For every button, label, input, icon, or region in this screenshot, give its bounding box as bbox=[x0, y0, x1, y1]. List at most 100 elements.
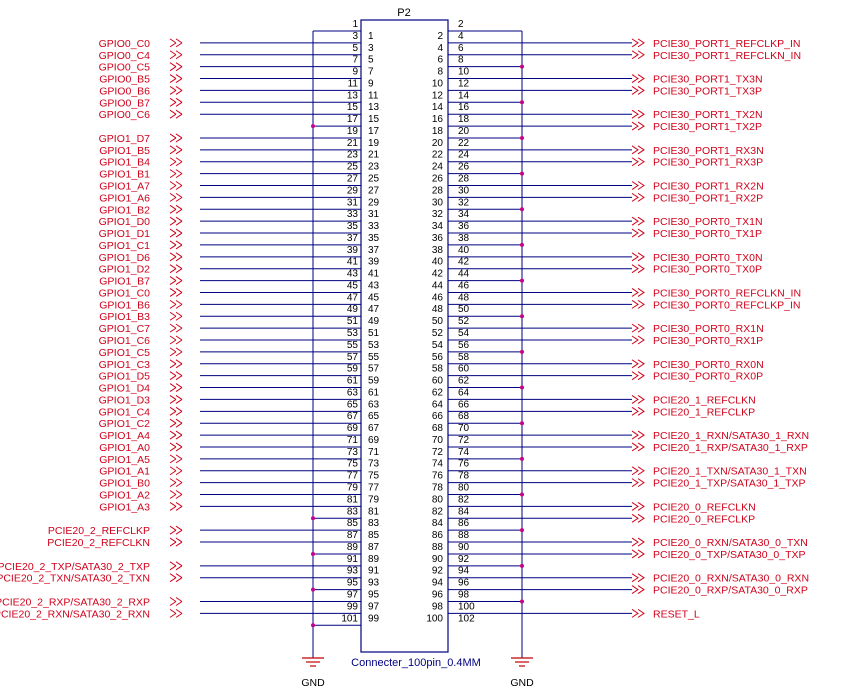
net-label-right: PCIE20_1_TXP/SATA30_1_TXP bbox=[653, 478, 806, 490]
net-label-left: GPIO0_B7 bbox=[99, 97, 150, 109]
net-label-left: GPIO1_A6 bbox=[99, 192, 150, 204]
net-label-left: GPIO1_A7 bbox=[99, 181, 150, 193]
pin-number-inner-left: 37 bbox=[368, 245, 380, 256]
net-label-left: GPIO1_D5 bbox=[99, 371, 151, 383]
pin-number-outer-right: 34 bbox=[458, 209, 470, 220]
pin-number-inner-right: 28 bbox=[432, 185, 444, 196]
net-port-left-icon bbox=[169, 276, 183, 286]
junction-dot bbox=[520, 314, 524, 319]
pin-number-outer-right: 54 bbox=[458, 328, 470, 339]
pin-number-outer-left: 97 bbox=[347, 589, 359, 600]
pin-number-outer-right: 88 bbox=[458, 530, 470, 541]
net-port-right-icon bbox=[631, 430, 645, 440]
ground-symbol-left-icon bbox=[302, 657, 324, 667]
net-port-left-icon bbox=[169, 347, 183, 357]
net-port-left-icon bbox=[169, 371, 183, 381]
net-label-left: GPIO1_A5 bbox=[99, 454, 150, 466]
pin-number-inner-right: 68 bbox=[432, 423, 444, 434]
pin-number-inner-right: 12 bbox=[432, 90, 444, 101]
pin-number-outer-right: 80 bbox=[458, 483, 470, 494]
pin-number-outer-right: 48 bbox=[458, 292, 470, 303]
net-port-left-icon bbox=[169, 573, 183, 583]
pin-number-outer-left: 55 bbox=[347, 340, 359, 351]
net-port-left-icon bbox=[169, 490, 183, 499]
pin-number-inner-right: 42 bbox=[432, 269, 444, 280]
pin-number-outer-left: 43 bbox=[347, 269, 359, 280]
junction-dot bbox=[520, 135, 524, 140]
net-port-left-icon bbox=[169, 240, 183, 250]
pin-number-outer-left: 53 bbox=[347, 328, 359, 339]
pin-number-outer-left: 85 bbox=[347, 518, 359, 529]
pin-number-outer-left: 47 bbox=[347, 292, 359, 303]
pin-number-outer-right: 56 bbox=[458, 340, 470, 351]
net-label-left: GPIO1_B2 bbox=[99, 204, 150, 216]
pin-number-outer-left: 21 bbox=[347, 138, 359, 149]
net-label-right: PCIE30_PORT1_TX2N bbox=[653, 109, 763, 121]
pin-number-outer-left: 75 bbox=[347, 459, 359, 470]
pin-number-inner-left: 91 bbox=[368, 566, 380, 577]
net-label-left: GPIO1_D3 bbox=[99, 394, 151, 406]
net-port-right-icon bbox=[631, 50, 645, 60]
net-port-right-icon bbox=[631, 323, 645, 333]
net-label-left: GPIO0_C6 bbox=[99, 109, 151, 121]
pin-number-inner-left: 59 bbox=[368, 376, 380, 387]
net-port-right-icon bbox=[631, 121, 645, 131]
net-label-left: GPIO1_B1 bbox=[99, 169, 150, 181]
pin-number-inner-right: 22 bbox=[432, 150, 444, 161]
net-port-right-icon bbox=[631, 395, 645, 404]
junction-dot bbox=[520, 207, 524, 212]
pin-number-inner-right: 48 bbox=[432, 304, 444, 315]
pin-number-outer-right: 82 bbox=[458, 494, 470, 505]
pin-number-outer-right: 26 bbox=[458, 162, 470, 173]
junction-dot bbox=[520, 278, 524, 283]
pin-number-inner-left: 35 bbox=[368, 233, 380, 244]
pin-number-outer-left: 11 bbox=[348, 78, 359, 89]
pin-number-outer-right: 62 bbox=[458, 376, 470, 387]
net-port-right-icon bbox=[631, 537, 645, 547]
pin-number-outer-right: 98 bbox=[458, 589, 470, 600]
pin-number-inner-right: 88 bbox=[432, 542, 444, 553]
pin-number-outer-left: 95 bbox=[347, 578, 359, 589]
net-port-left-icon bbox=[169, 192, 183, 202]
pin-number-inner-right: 66 bbox=[432, 411, 444, 422]
junction-dot bbox=[520, 421, 524, 426]
net-label-left: GPIO1_C3 bbox=[99, 359, 151, 371]
net-port-right-icon bbox=[631, 299, 645, 309]
pin-number-inner-left: 3 bbox=[368, 43, 374, 54]
ground-symbol-right-icon bbox=[511, 657, 533, 667]
net-label-left: GPIO1_D0 bbox=[99, 216, 151, 228]
pin-number-inner-right: 34 bbox=[432, 221, 444, 232]
pin-number-inner-right: 94 bbox=[432, 578, 444, 589]
net-port-right-icon bbox=[631, 145, 645, 155]
net-label-right: PCIE30_PORT0_RX0P bbox=[653, 371, 763, 383]
pin-number-inner-left: 43 bbox=[368, 280, 380, 291]
pin-number-inner-right: 98 bbox=[432, 601, 444, 612]
pin-number-inner-right: 36 bbox=[432, 233, 444, 244]
pin-number-inner-right: 14 bbox=[432, 102, 444, 113]
net-label-right: PCIE20_1_REFCLKN bbox=[653, 394, 756, 406]
pin-number-inner-left: 25 bbox=[368, 174, 380, 185]
pin-number-outer-left: 17 bbox=[347, 114, 359, 125]
net-port-right-icon bbox=[631, 406, 645, 416]
pin-number-outer-left: 73 bbox=[347, 447, 359, 458]
net-label-left: GPIO1_B3 bbox=[99, 311, 150, 323]
net-label-right: PCIE30_PORT1_TX3N bbox=[653, 74, 763, 86]
pin-number-outer-right: 28 bbox=[458, 174, 470, 185]
pin-number-outer-right: 32 bbox=[458, 197, 470, 208]
net-label-right: PCIE30_PORT0_TX1P bbox=[653, 228, 762, 240]
net-label-left: GPIO0_B6 bbox=[99, 85, 150, 97]
pin-number-inner-right: 72 bbox=[432, 447, 444, 458]
net-label-left: GPIO1_B6 bbox=[99, 299, 150, 311]
pin-number-inner-right: 32 bbox=[432, 209, 444, 220]
junction-dot bbox=[520, 171, 524, 176]
pin-number-inner-right: 52 bbox=[432, 328, 444, 339]
net-label-right: PCIE30_PORT1_RX2N bbox=[653, 181, 764, 193]
net-port-left-icon bbox=[169, 597, 183, 606]
net-port-left-icon bbox=[169, 442, 183, 452]
connector-body bbox=[360, 19, 449, 653]
net-port-left-icon bbox=[169, 525, 183, 535]
pin-number-outer-right: 16 bbox=[458, 102, 470, 113]
pin-number-inner-right: 6 bbox=[437, 55, 443, 66]
net-port-left-icon bbox=[169, 109, 183, 119]
net-port-left-icon bbox=[169, 181, 183, 190]
